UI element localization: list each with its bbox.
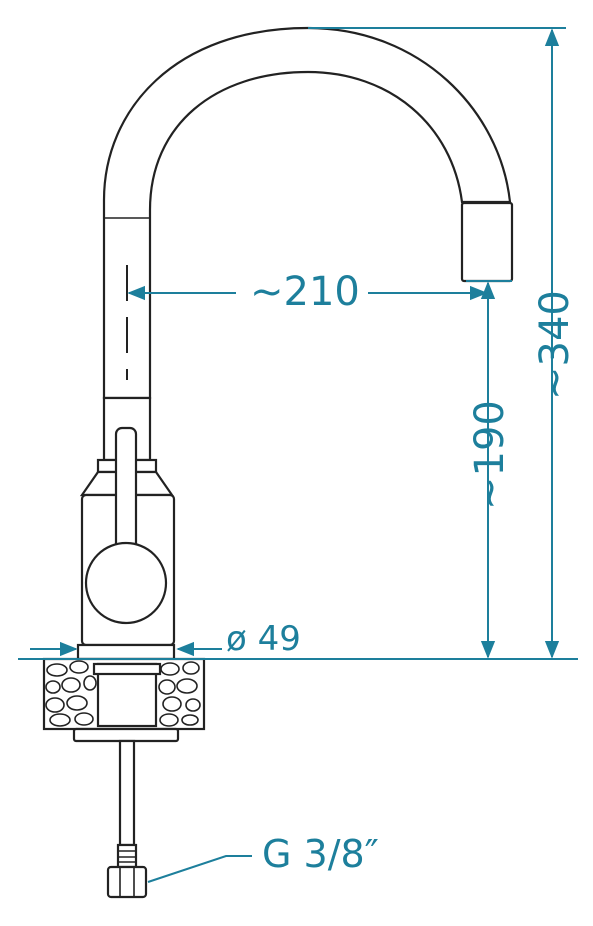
spout-nozzle	[460, 201, 514, 283]
mounting-nut	[72, 727, 180, 743]
thread-leader	[147, 855, 252, 883]
dim-label-reach: ~210	[250, 269, 360, 315]
base-flange	[76, 643, 176, 661]
hose-ferrule	[116, 843, 138, 869]
connector-nut	[106, 865, 148, 899]
dim-label-base-diameter: ø 49	[226, 619, 301, 659]
countertop-section	[42, 657, 206, 731]
supply-hose	[118, 739, 136, 847]
lever-hub	[84, 541, 168, 625]
spout-tube	[102, 26, 512, 400]
dim-label-thread: G 3/8″	[262, 832, 379, 876]
dim-label-spout-height: ~190	[467, 400, 513, 510]
dimension-lines	[18, 27, 578, 883]
faucet-outline	[42, 26, 514, 899]
dim-label-total-height: ~340	[532, 290, 578, 400]
